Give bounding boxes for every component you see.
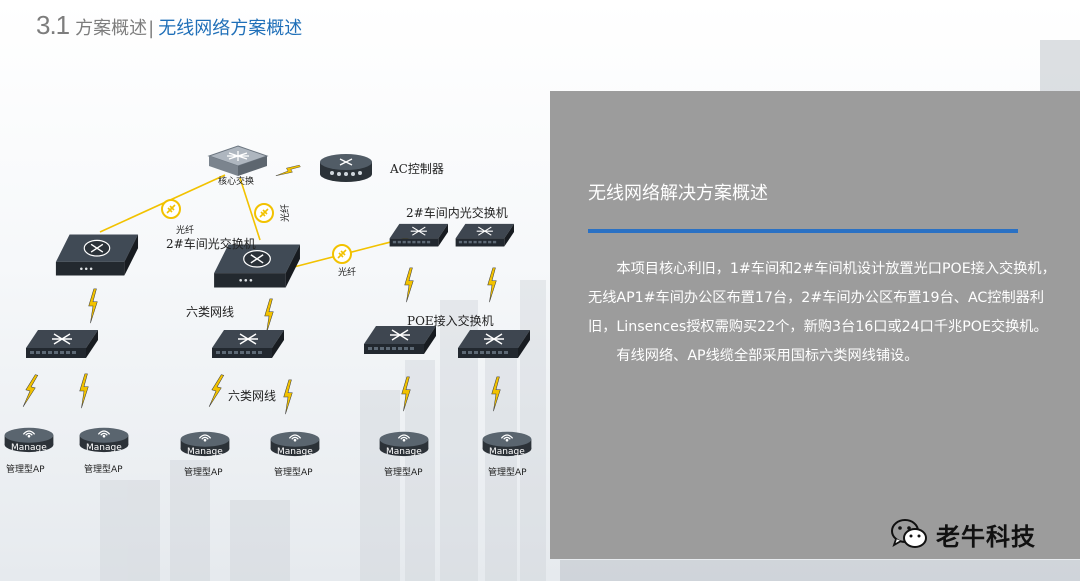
cat6-cable-label-1: 六类网线: [186, 305, 234, 319]
panel-body: 本项目核心利旧，1#车间和2#车间机设计放置光口POE接入交换机，无线AP1#车…: [588, 255, 1058, 371]
poe-switch-icon: [363, 325, 436, 355]
core-switch-icon: [208, 145, 268, 177]
fiber-label-1: 光纤: [176, 224, 194, 236]
ap-badge: Manage: [489, 447, 525, 457]
ap-label: 管理型AP: [274, 466, 313, 478]
workshop2-inner-switch-icon: [389, 223, 448, 248]
managed-ap: Manage 管理型AP: [179, 431, 231, 478]
wireless-link-icon: [274, 161, 302, 181]
ap-badge: Manage: [386, 447, 422, 457]
summary-panel: 无线网络解决方案概述 本项目核心利旧，1#车间和2#车间机设计放置光口POE接入…: [550, 91, 1080, 559]
fiber-icon: [254, 203, 274, 223]
access-switch-icon: [25, 329, 98, 359]
ac-controller-label: AC控制器: [389, 162, 444, 176]
core-switch-label: 核心交换: [218, 175, 254, 187]
managed-ap: Manage 管理型AP: [269, 431, 321, 478]
ac-controller-icon: [319, 153, 373, 183]
workshop2-inner-switch-label: 2#车间内光交换机: [406, 205, 508, 220]
managed-ap: Manage 管理型AP: [3, 427, 55, 475]
section-title: 方案概述: [75, 18, 148, 39]
network-topology-diagram: 核心交换 AC控制器 光纤 光纤 光纤 2#车间光交换机 2#车间内光交换机 六…: [3, 145, 533, 478]
wireless-link-icon: [283, 379, 293, 415]
wireless-link-icon: [21, 373, 39, 409]
wireless-link-icon: [88, 288, 98, 324]
wireless-link-icon: [491, 376, 501, 412]
wireless-link-icon: [401, 376, 411, 412]
workshop2-inner-switch-icon: [455, 223, 514, 248]
ap-badge: Manage: [86, 443, 122, 453]
ap-badge: Manage: [187, 447, 223, 457]
ap-label: 管理型AP: [488, 466, 527, 478]
fiber-label-2: 光纤: [279, 204, 291, 222]
fiber-icon: [161, 199, 181, 219]
ap-label: 管理型AP: [6, 463, 45, 475]
wireless-link-icon: [264, 298, 274, 334]
fiber-icon: [332, 244, 352, 264]
ap-badge: Manage: [277, 447, 313, 457]
slide-header: 3.1 方案概述 | 无线网络方案概述: [36, 10, 302, 44]
panel-paragraph: 有线网络、AP线缆全部采用国标六类网线铺设。: [616, 348, 919, 364]
section-number: 3.1: [36, 10, 70, 40]
panel-divider: [588, 229, 1018, 233]
header-separator: |: [148, 18, 155, 39]
cat6-cable-label-2: 六类网线: [228, 389, 276, 403]
ap-badge: Manage: [11, 443, 47, 453]
managed-ap: Manage 管理型AP: [378, 431, 430, 478]
poe-switch-icon: [457, 329, 530, 359]
wireless-link-icon: [207, 373, 225, 409]
ap-label: 管理型AP: [84, 463, 123, 475]
panel-paragraph: 本项目核心利旧，1#车间和2#车间机设计放置光口POE接入交换机，无线AP1#车…: [588, 261, 1056, 335]
wireless-link-icon: [487, 267, 497, 303]
poe-switch-label: POE接入交换机: [407, 313, 494, 328]
fiber-label-3: 光纤: [338, 266, 356, 278]
access-switch-icon: [211, 329, 284, 359]
managed-ap: Manage 管理型AP: [481, 431, 533, 478]
ap-label: 管理型AP: [184, 466, 223, 478]
managed-ap: Manage 管理型AP: [78, 427, 130, 475]
wireless-link-icon: [79, 373, 89, 409]
slide-subtitle: 无线网络方案概述: [158, 18, 303, 39]
panel-title: 无线网络解决方案概述: [588, 183, 768, 204]
workshop2-switch-label: 2#车间光交换机: [166, 236, 256, 251]
wireless-link-icon: [404, 267, 414, 303]
workshop1-optical-switch-icon: [55, 233, 139, 277]
wechat-icon: [891, 519, 927, 548]
brand-watermark: 老牛科技: [890, 514, 1036, 554]
brand-name: 老牛科技: [936, 522, 1036, 551]
ap-label: 管理型AP: [384, 466, 423, 478]
